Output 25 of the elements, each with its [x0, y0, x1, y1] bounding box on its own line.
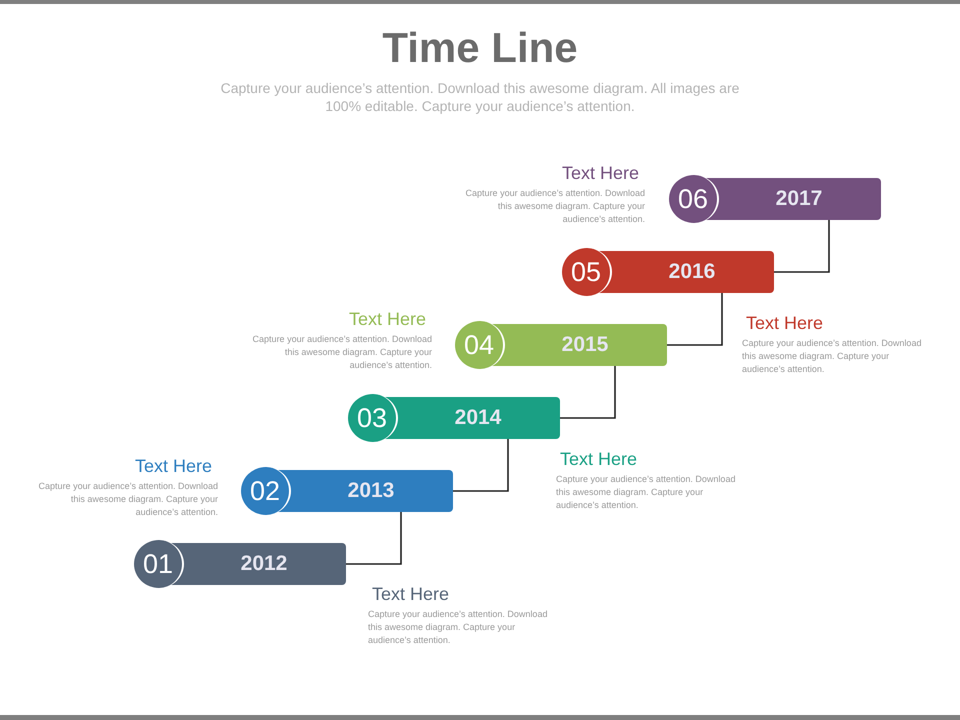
item-heading: Text Here	[562, 163, 639, 184]
subtitle: Capture your audience’s attention. Download this awesome diagram. All images are 100% editable. Capture your audience’s attention.	[220, 79, 740, 115]
connector-line	[346, 512, 402, 565]
number-circle: 03	[348, 394, 398, 442]
number-circle: 02	[241, 467, 291, 515]
connector-line	[560, 366, 616, 419]
title: Time Line	[381, 24, 579, 72]
item-heading: Text Here	[372, 584, 450, 605]
connector-line	[453, 439, 509, 492]
number-circle: 05	[562, 248, 612, 296]
item-heading: Text Here	[746, 313, 824, 334]
connector-line	[774, 220, 830, 273]
item-description: Capture your audience’s attention. Download this awesome diagram. Capture your audience’s attention.	[556, 473, 736, 512]
connector-line	[667, 293, 723, 346]
number-circle: 06	[669, 175, 719, 223]
item-heading: Text Here	[134, 456, 212, 477]
item-description: Capture your audience’s attention. Download this awesome diagram. Capture your audience’s attention.	[38, 480, 218, 519]
item-description: Capture your audience’s attention. Download this awesome diagram. Capture your audience’s attention.	[252, 333, 432, 372]
item-description: Capture your audience’s attention. Download this awesome diagram. Capture your audience’s attention.	[368, 608, 548, 647]
item-heading: Text Here	[348, 309, 426, 330]
item-heading: Text Here	[560, 449, 638, 470]
number-circle: 01	[134, 540, 184, 588]
item-description: Capture your audience’s attention. Download this awesome diagram. Capture your audience’s attention.	[742, 337, 922, 376]
item-description: Capture your audience’s attention. Download this awesome diagram. Capture your audience’s attention.	[464, 187, 645, 226]
number-circle: 04	[455, 321, 505, 369]
